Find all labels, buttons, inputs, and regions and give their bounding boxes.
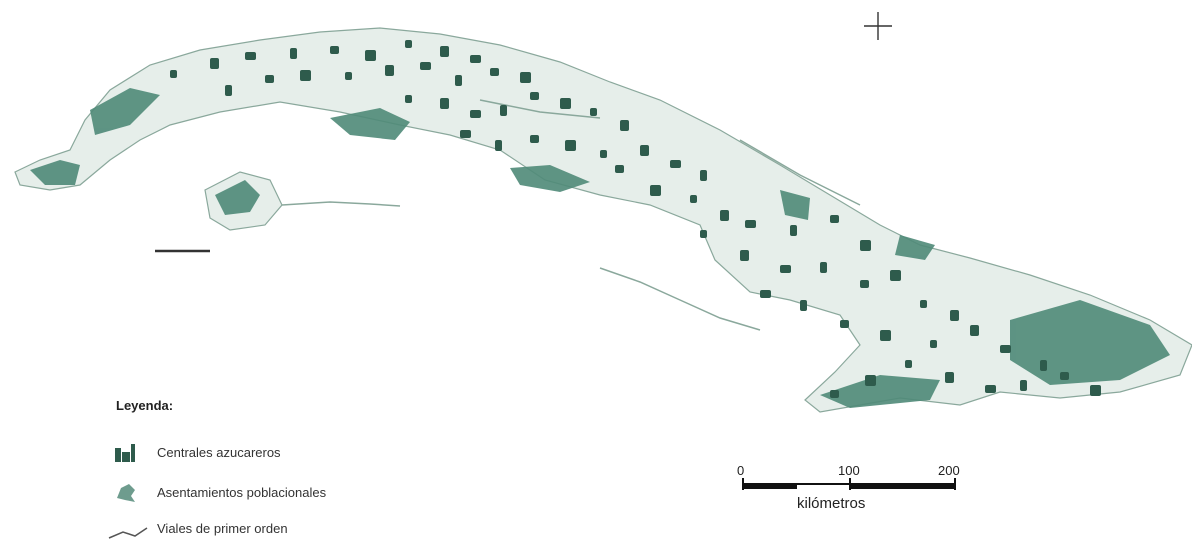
sugar-mill-marker (830, 215, 839, 223)
sugar-mill-marker (1020, 380, 1027, 391)
sugar-mill-marker (860, 240, 871, 251)
sugar-mill-marker (690, 195, 697, 203)
sugar-mill-marker (420, 62, 431, 70)
sugar-mills (170, 40, 1101, 398)
sugar-mill-marker (905, 360, 912, 368)
scale-tick-0: 0 (737, 463, 745, 478)
settlement-icon (117, 484, 135, 502)
sugar-mill-marker (405, 95, 412, 103)
scale-unit: kilómetros (797, 495, 866, 512)
sugar-mill-marker (670, 160, 681, 168)
sugar-mill-marker (640, 145, 649, 156)
sugar-mill-marker (700, 170, 707, 181)
sugar-mill-marker (620, 120, 629, 131)
scale-tick-100: 100 (838, 463, 860, 478)
sugar-mill-marker (800, 300, 807, 311)
sugar-mill-marker (650, 185, 661, 196)
sugar-mill-marker (1060, 372, 1069, 380)
legend-title: Leyenda: (116, 398, 174, 413)
sugar-mill-marker (840, 320, 849, 328)
sugar-mill-marker (470, 110, 481, 118)
sugar-mill-marker (460, 130, 471, 138)
sugar-mill-marker (440, 46, 449, 57)
sugar-mill-marker (1000, 345, 1011, 353)
sugar-mill-marker (700, 230, 707, 238)
sugar-mill-marker (945, 372, 954, 383)
sugar-mill-marker (860, 280, 869, 288)
land-cover (30, 88, 1170, 408)
sugar-mill-marker (440, 98, 449, 109)
sugar-mill-marker (560, 98, 571, 109)
sugar-mill-marker (930, 340, 937, 348)
sugar-mill-marker (720, 210, 729, 221)
legend-label-settlements: Asentamientos poblacionales (157, 484, 327, 500)
road-icon (108, 527, 148, 539)
sugar-mill-marker (780, 265, 791, 273)
sugar-mill-marker (170, 70, 177, 78)
sugar-mill-marker (950, 310, 959, 321)
sugar-mill-marker (345, 72, 352, 80)
sugar-mill-marker (760, 290, 771, 298)
sugar-mill-marker (1090, 385, 1101, 396)
sugar-mill-marker (530, 92, 539, 100)
sugar-mill-marker (290, 48, 297, 59)
sugar-mill-marker (985, 385, 996, 393)
sugar-mill-marker (495, 140, 502, 151)
sugar-mill-marker (790, 225, 797, 236)
sugar-mill-marker (920, 300, 927, 308)
scale-bar (742, 478, 956, 490)
legend-item-sugar-mills: Centrales azucareros (105, 440, 281, 464)
sugar-mill-marker (970, 325, 979, 336)
sugar-mill-marker (500, 105, 507, 116)
sugar-mill-marker (890, 270, 901, 281)
sugar-mill-marker (330, 46, 339, 54)
sugar-mill-marker (300, 70, 311, 81)
sugar-mill-icon (115, 444, 135, 462)
sugar-mill-marker (880, 330, 891, 341)
sugar-mill-marker (820, 262, 827, 273)
sugar-mill-marker (245, 52, 256, 60)
sugar-mill-marker (490, 68, 499, 76)
sugar-mill-marker (740, 250, 749, 261)
sugar-mill-marker (590, 108, 597, 116)
sugar-mill-marker (210, 58, 219, 69)
sugar-mill-marker (455, 75, 462, 86)
legend-item-roads: Viales de primer orden (105, 516, 288, 540)
northern-cays (479, 99, 861, 206)
sugar-mill-marker (745, 220, 756, 228)
sugar-mill-marker (600, 150, 607, 158)
legend-item-settlements: Asentamientos poblacionales (105, 480, 326, 504)
sugar-mill-marker (865, 375, 876, 386)
sugar-mill-marker (385, 65, 394, 76)
sugar-mill-marker (1040, 360, 1047, 371)
scale-tick-200: 200 (938, 463, 960, 478)
legend-label-roads: Viales de primer orden (157, 520, 288, 536)
sugar-mill-marker (565, 140, 576, 151)
sugar-mill-marker (225, 85, 232, 96)
sugar-mill-marker (365, 50, 376, 61)
sugar-mill-marker (520, 72, 531, 83)
southern-cays (281, 201, 761, 331)
sugar-mill-marker (530, 135, 539, 143)
sugar-mill-marker (405, 40, 412, 48)
sugar-mill-marker (265, 75, 274, 83)
sugar-mill-marker (830, 390, 839, 398)
sugar-mill-marker (470, 55, 481, 63)
sugar-mill-marker (615, 165, 624, 173)
legend-label-sugar-mills: Centrales azucareros (157, 444, 281, 460)
compass-icon (864, 12, 892, 40)
